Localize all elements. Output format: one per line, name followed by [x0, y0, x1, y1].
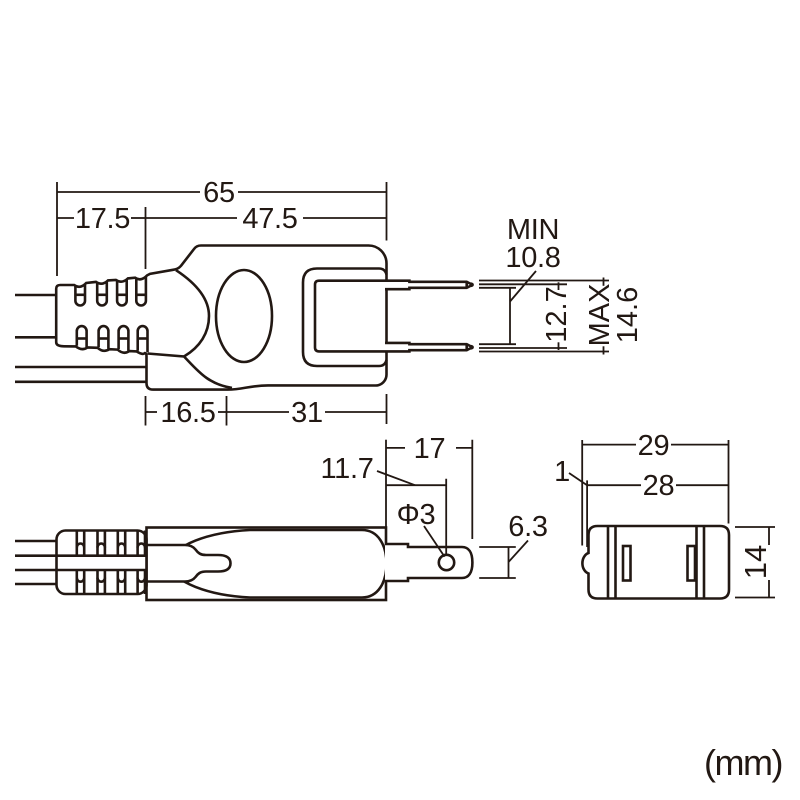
svg-text:65: 65: [203, 177, 235, 209]
svg-text:10.8: 10.8: [505, 242, 560, 274]
svg-text:47.5: 47.5: [242, 203, 297, 235]
svg-text:14: 14: [738, 545, 773, 579]
svg-text:31: 31: [291, 397, 323, 429]
svg-text:MAX: MAX: [584, 284, 616, 347]
svg-text:16.5: 16.5: [160, 397, 215, 429]
svg-text:11.7: 11.7: [320, 453, 373, 485]
svg-text:17.5: 17.5: [75, 203, 130, 235]
svg-text:14.6: 14.6: [612, 287, 644, 343]
svg-text:Φ3: Φ3: [397, 499, 436, 531]
svg-text:29: 29: [638, 430, 670, 462]
svg-text:28: 28: [643, 470, 675, 502]
svg-text:1: 1: [554, 456, 570, 488]
svg-text:6.3: 6.3: [508, 511, 547, 543]
svg-text:(mm): (mm): [704, 742, 782, 783]
svg-text:MIN: MIN: [507, 214, 559, 246]
svg-text:17: 17: [414, 433, 446, 465]
svg-text:12.7: 12.7: [541, 286, 573, 342]
